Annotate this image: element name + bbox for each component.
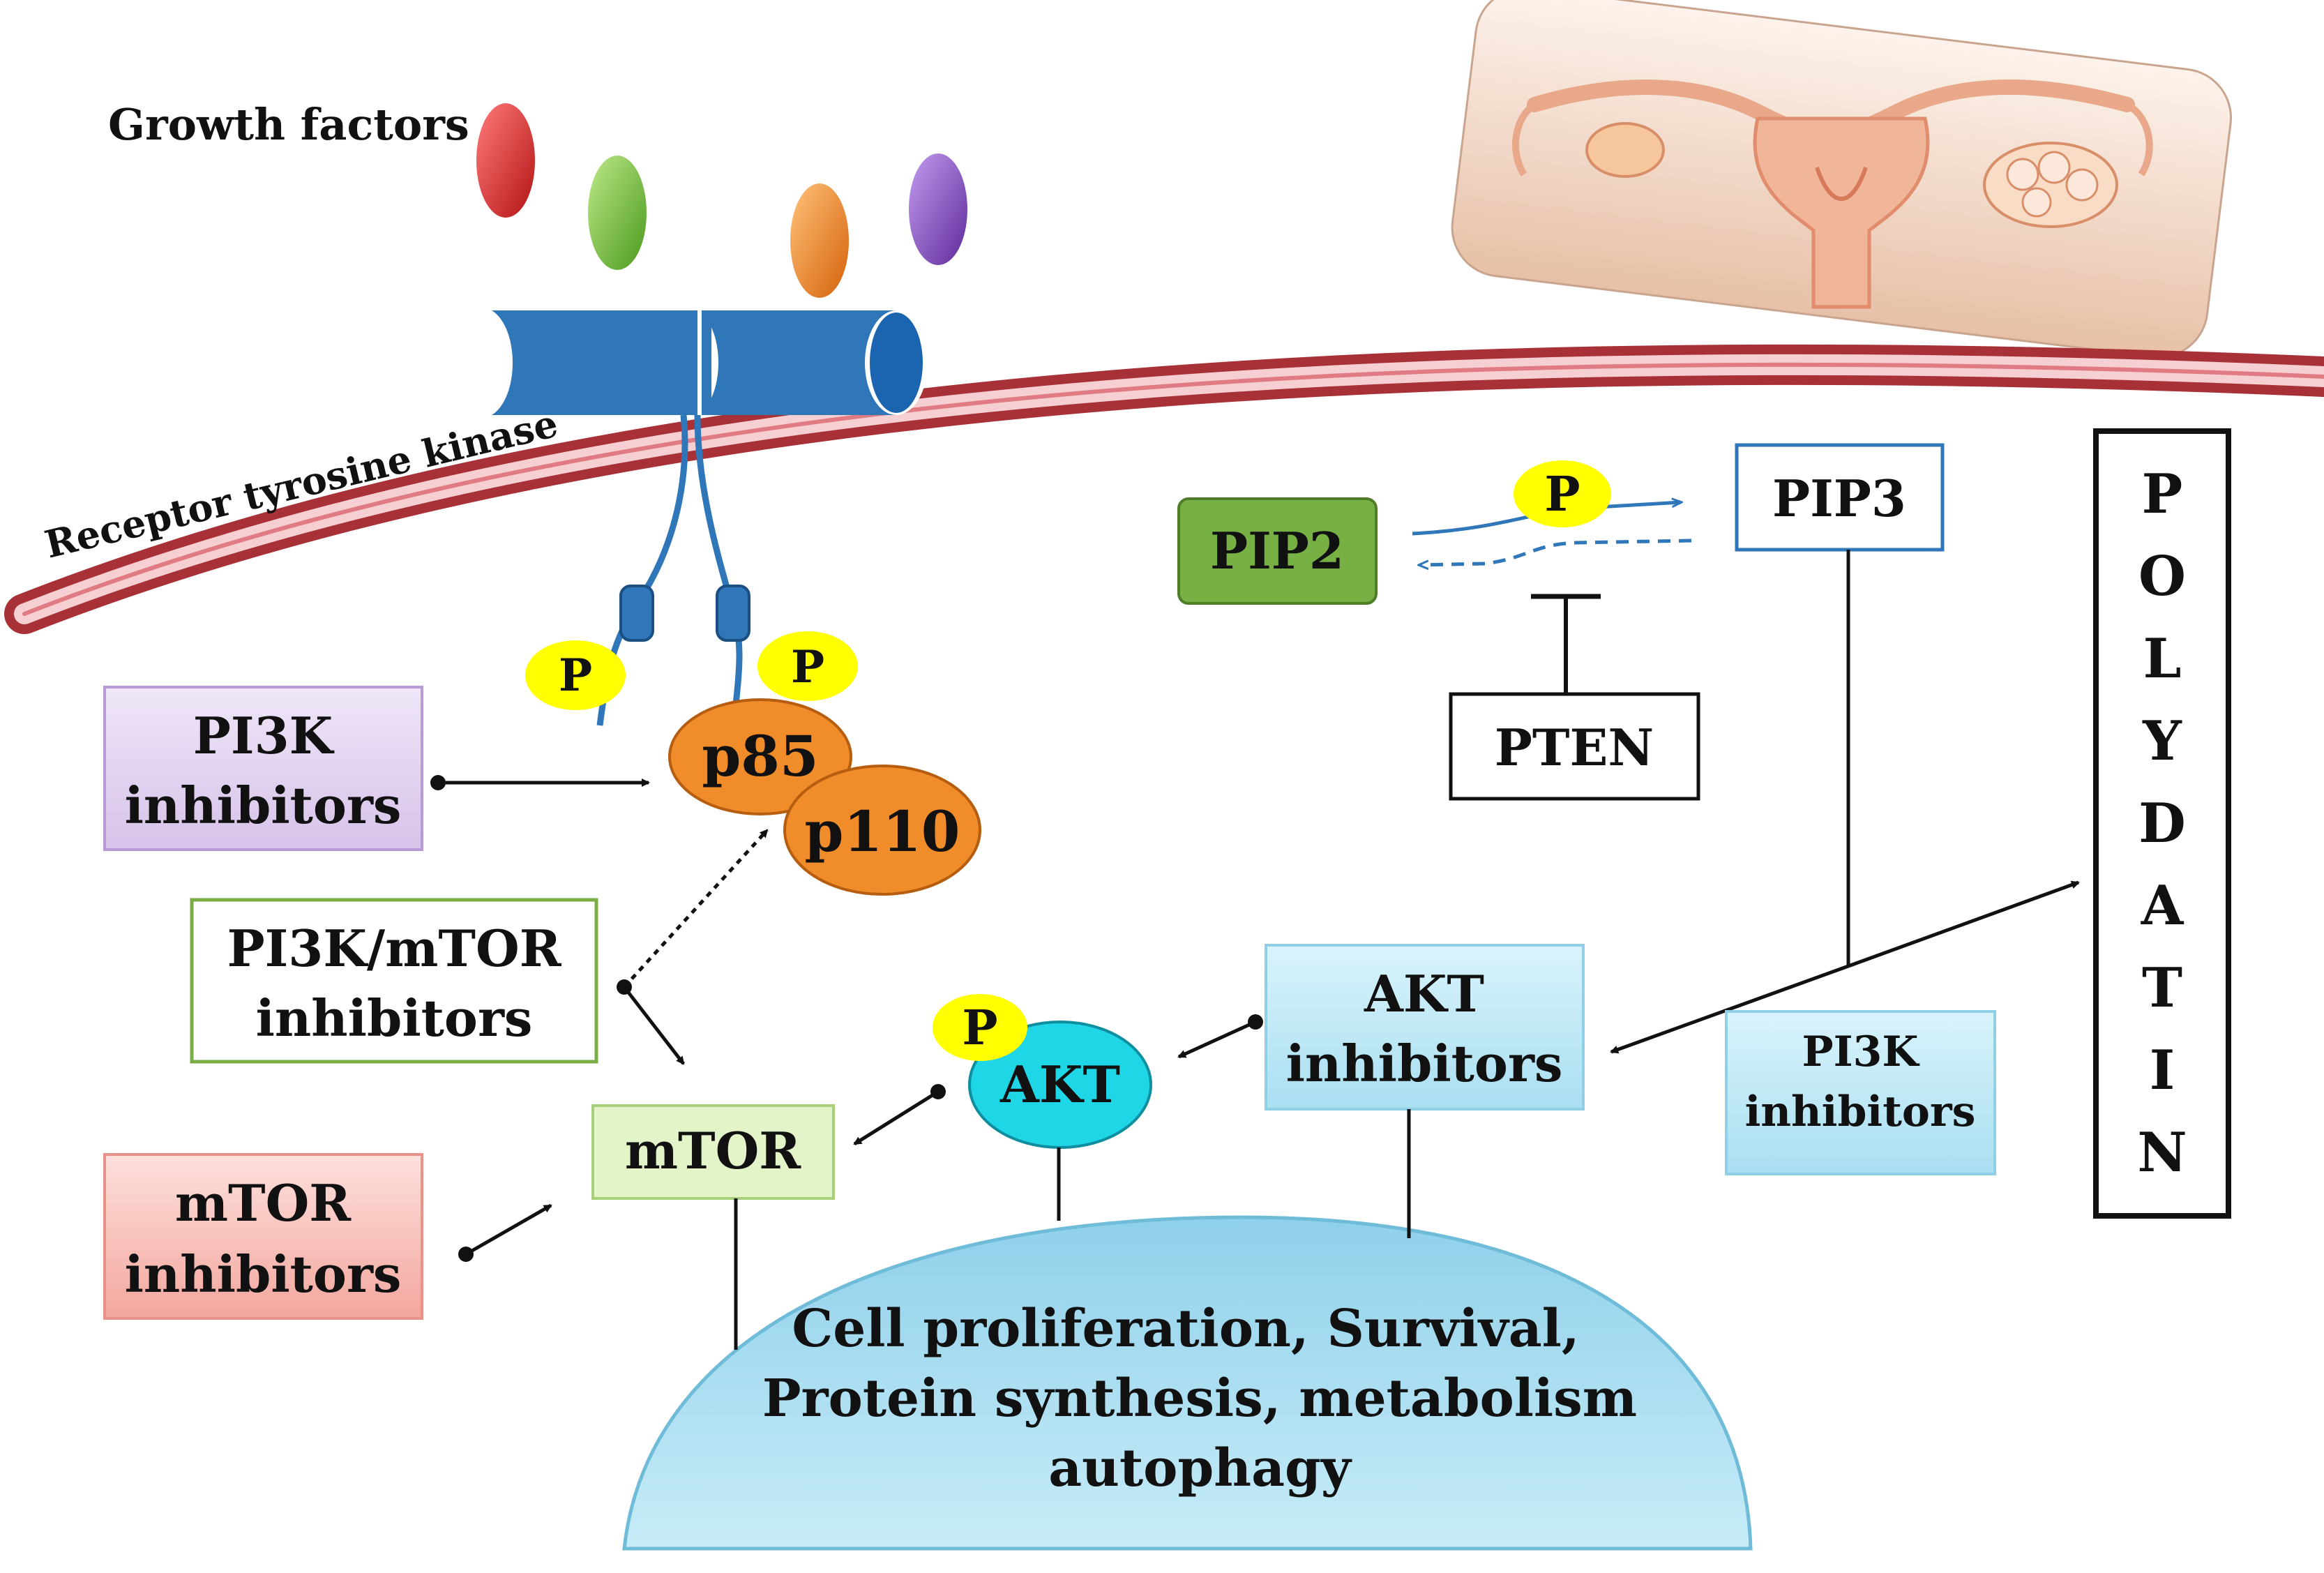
outcome-line2: Protein synthesis, metabolism (762, 1369, 1637, 1429)
svg-text:Cell proliferation, Survival,: Cell proliferation, Survival, (792, 1299, 1579, 1359)
outcome-line3: autophagy (1048, 1438, 1352, 1498)
uterus-ovaries-illustration (1451, 0, 2233, 359)
akt-inhibitors-arrow (1177, 1014, 1263, 1059)
p110-label: p110 (805, 799, 960, 864)
svg-text:inhibitors: inhibitors (125, 776, 402, 835)
growth-factor-red-oval (476, 103, 535, 218)
akt-phospho-badge (933, 994, 1027, 1061)
growth-factor-green-oval (588, 156, 647, 270)
akt-label: AKT (999, 1055, 1120, 1114)
polydatin-letter: D (2138, 792, 2186, 855)
outcome-line1: Cell proliferation, Survival, (792, 1299, 1579, 1359)
pip3-polydatin-connectors (1610, 550, 2080, 1054)
mtor-label: mTOR (625, 1121, 801, 1180)
pip-phospho-label: P (1544, 467, 1580, 522)
polydatin-letter: O (2138, 545, 2186, 608)
phospho-label: P (791, 641, 824, 693)
akt-inhibitors-line1: AKT (1364, 964, 1484, 1023)
svg-text:PI3K/mTOR: PI3K/mTOR (227, 919, 561, 978)
akt-node: AKT P (933, 994, 1152, 1149)
svg-text:PI3K: PI3K (193, 706, 335, 765)
growth-factor-orange-oval (790, 183, 849, 298)
pip3-box: PIP3 (1735, 443, 1945, 552)
mtor-inhibitors-line2: inhibitors (125, 1244, 402, 1304)
akt-inhibitors-line2: inhibitors (1286, 1034, 1563, 1093)
cell-membrane (4, 344, 2324, 634)
pi3k-mtor-inhibitors-line1: PI3K/mTOR (227, 919, 561, 978)
akt-phospho-label: P (962, 1000, 997, 1056)
mtor-box: mTOR (591, 1104, 835, 1200)
svg-text:mTOR: mTOR (175, 1173, 352, 1233)
pip2-box: PIP2 (1177, 497, 1378, 605)
pip3-label: PIP3 (1772, 469, 1906, 528)
pip-conversion-arrows: P (1412, 460, 1692, 565)
p85-p110-complex: p85 p110 (668, 698, 981, 896)
pi3k-inhibitors-left-box: PI3K inhibitors (103, 686, 423, 851)
pi3k-inhibitors-right-line2: inhibitors (1745, 1087, 1976, 1136)
phospho-label: P (559, 649, 592, 702)
mtor-inhibitors-arrow (458, 1203, 552, 1262)
svg-text:inhibitors: inhibitors (125, 1244, 402, 1304)
p85-subunit (668, 698, 852, 815)
pi3k-inhibitors-left-line2: inhibitors (125, 776, 402, 835)
polydatin-letter: Y (2142, 709, 2182, 773)
pip2-label: PIP2 (1210, 521, 1344, 580)
svg-text:AKT: AKT (1364, 964, 1484, 1023)
cellular-outcome-dome: Cell proliferation, Survival, Protein sy… (622, 1109, 1753, 1551)
phospho-badge-right: P (757, 631, 858, 701)
polydatin-letter: P (2142, 462, 2183, 526)
akt-inhibitors-box: AKT inhibitors (1265, 944, 1585, 1111)
pten-box: PTEN (1449, 692, 1700, 801)
svg-text:inhibitors: inhibitors (256, 988, 533, 1048)
mtor-inhibitors-box: mTOR inhibitors (103, 1153, 423, 1320)
polydatin-letter: A (2141, 874, 2185, 938)
p85-label: p85 (702, 723, 818, 789)
growth-factor-purple-oval (909, 153, 967, 265)
polydatin-letter: N (2137, 1121, 2187, 1184)
phospho-badge-left: P (525, 640, 626, 710)
akt-to-mtor-arrow (853, 1084, 946, 1146)
polydatin-letter: L (2143, 627, 2182, 691)
pip-phospho-badge (1514, 460, 1611, 527)
polydatin-letter: I (2150, 1039, 2175, 1102)
mtor-inhibitors-line1: mTOR (175, 1173, 352, 1233)
svg-text:inhibitors: inhibitors (1286, 1034, 1563, 1093)
growth-factor-ovals (476, 103, 967, 298)
polydatin-letter: T (2142, 956, 2182, 1020)
growth-factors-label: Growth factors (108, 99, 469, 150)
svg-text:autophagy: autophagy (1048, 1438, 1352, 1498)
pi3k-inhibitors-left-line1: PI3K (193, 706, 335, 765)
svg-text:Protein synthesis, metabolism: Protein synthesis, metabolism (762, 1369, 1637, 1429)
polydatin-box: P O L Y D A T I N (2093, 428, 2231, 1219)
pi3k-mtor-inhibitors-box: PI3K/mTOR inhibitors (190, 898, 598, 1064)
pi3k-to-p85-arrow (430, 775, 650, 790)
svg-text:PI3K: PI3K (1802, 1028, 1919, 1076)
pten-inhibition (1531, 594, 1601, 698)
pi3k-inhibitors-right-box: PI3K inhibitors (1725, 1010, 1996, 1175)
p110-subunit (783, 765, 981, 896)
pten-label: PTEN (1495, 718, 1654, 777)
svg-text:inhibitors: inhibitors (1745, 1087, 1976, 1136)
pi3k-inhibitors-right-line1: PI3K (1802, 1028, 1919, 1076)
pi3k-mtor-inhibitors-line2: inhibitors (256, 988, 533, 1048)
pi3k-mtor-arrows (617, 829, 769, 1065)
